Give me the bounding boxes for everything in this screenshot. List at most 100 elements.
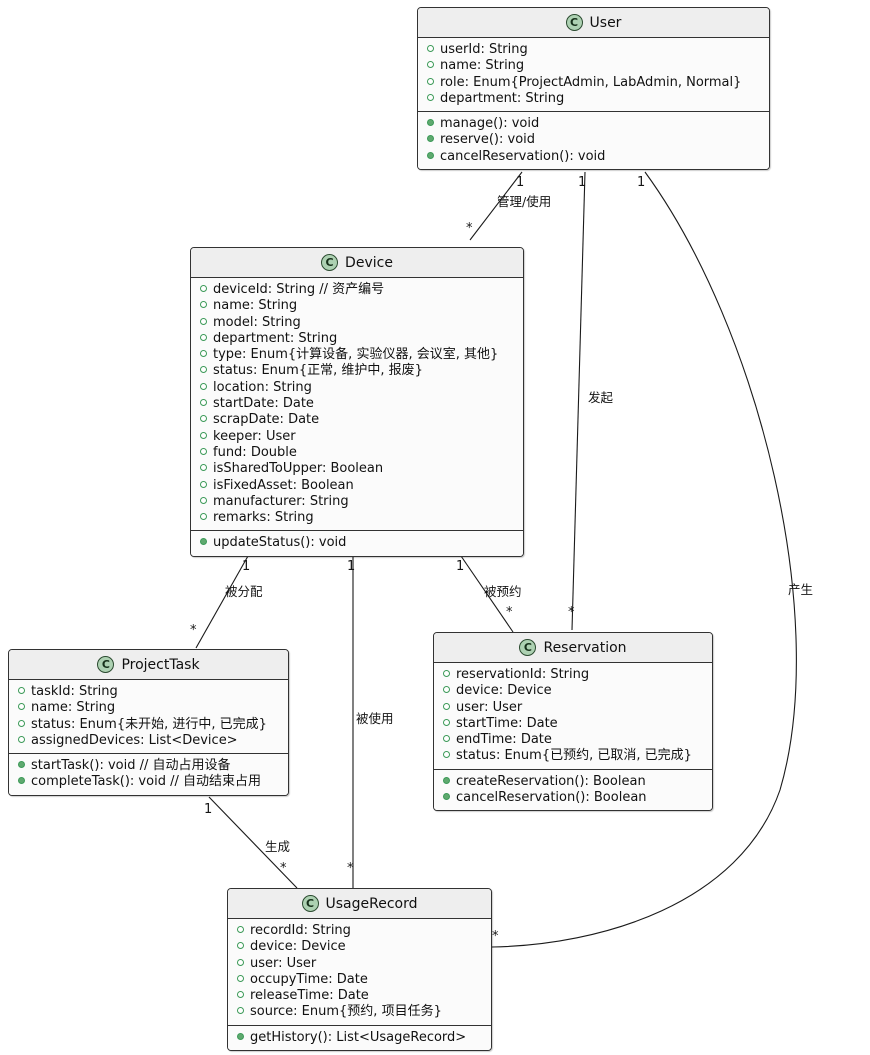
attribute-marker-icon [200, 317, 207, 325]
mult-device-projecttask-one: 1 [242, 559, 251, 574]
attribute-marker-icon [427, 61, 434, 69]
attribute-marker-icon [443, 718, 450, 726]
attribute-row: manufacturer: String [191, 494, 523, 510]
method-marker-icon [427, 151, 434, 159]
attribute-marker-icon [443, 751, 450, 759]
attribute-marker-icon [200, 447, 207, 455]
attribute-row: department: String [418, 91, 769, 107]
mult-device-projecttask-many: * [190, 623, 197, 638]
attribute-row: assignedDevices: List<Device> [9, 733, 288, 749]
attribute-row: source: Enum{预约, 项目任务} [228, 1004, 491, 1020]
method-row: createReservation(): Boolean [434, 774, 712, 790]
attribute-row: device: Device [434, 683, 712, 699]
attribute-marker-icon [237, 1007, 244, 1015]
methods-compartment: manage(): void reserve(): void cancelRes… [418, 111, 769, 170]
class-header-device: C Device [191, 248, 523, 278]
attribute-row: startDate: Date [191, 396, 523, 412]
method-row: cancelReservation(): void [418, 149, 769, 165]
attribute-marker-icon [427, 77, 434, 85]
class-header-projecttask: C ProjectTask [9, 650, 288, 680]
class-box-user[interactable]: C User userId: String name: String role:… [417, 7, 770, 171]
methods-compartment: startTask(): void // 自动占用设备 completeTask… [9, 753, 288, 795]
attributes-compartment: userId: String name: String role: Enum{P… [418, 38, 769, 112]
attribute-row: isSharedToUpper: Boolean [191, 461, 523, 477]
mult-user-reservation-many: * [568, 605, 575, 620]
edge-label-assigned: 被分配 [225, 584, 263, 599]
mult-user-device-one: 1 [516, 175, 525, 190]
attribute-marker-icon [443, 686, 450, 694]
class-icon: C [301, 895, 319, 912]
attribute-row: startTime: Date [434, 716, 712, 732]
edge-label-manage-use: 管理/使用 [497, 194, 552, 209]
attribute-row: isFixedAsset: Boolean [191, 478, 523, 494]
attribute-marker-icon [200, 496, 207, 504]
attribute-row: recordId: String [228, 923, 491, 939]
attribute-row: remarks: String [191, 510, 523, 526]
method-marker-icon [18, 761, 25, 769]
attributes-compartment: recordId: String device: Device user: Us… [228, 919, 491, 1025]
method-marker-icon [427, 119, 434, 127]
class-name: Reservation [543, 639, 627, 656]
attribute-row: department: String [191, 331, 523, 347]
edge-device-projecttask [195, 555, 249, 649]
attribute-row: scrapDate: Date [191, 412, 523, 428]
edge-user-reservation [571, 171, 586, 631]
class-header-user: C User [418, 8, 769, 38]
attribute-row: releaseTime: Date [228, 988, 491, 1004]
attribute-row: endTime: Date [434, 732, 712, 748]
class-box-reservation[interactable]: C Reservation reservationId: String devi… [433, 632, 713, 812]
attribute-row: deviceId: String // 资产编号 [191, 282, 523, 298]
attributes-compartment: reservationId: String device: Device use… [434, 663, 712, 769]
class-box-projecttask[interactable]: C ProjectTask taskId: String name: Strin… [8, 649, 289, 796]
method-marker-icon [237, 1032, 244, 1040]
method-row: completeTask(): void // 自动结束占用 [9, 774, 288, 790]
attribute-marker-icon [237, 942, 244, 950]
method-marker-icon [427, 135, 434, 143]
method-row: manage(): void [418, 116, 769, 132]
attribute-marker-icon [443, 702, 450, 710]
class-icon: C [519, 639, 537, 656]
attribute-marker-icon [200, 399, 207, 407]
mult-device-reservation-many: * [506, 605, 513, 620]
class-box-device[interactable]: C Device deviceId: String // 资产编号 name: … [190, 247, 524, 557]
class-name: Device [345, 254, 393, 271]
edge-user-usagerecord [491, 171, 797, 948]
mult-device-reservation-one: 1 [456, 559, 465, 574]
edge-label-generate: 生成 [265, 839, 291, 854]
attribute-marker-icon [200, 333, 207, 341]
class-name: ProjectTask [121, 656, 200, 673]
method-row: startTask(): void // 自动占用设备 [9, 758, 288, 774]
attribute-row: device: Device [228, 939, 491, 955]
attribute-row: name: String [418, 58, 769, 74]
method-row: reserve(): void [418, 132, 769, 148]
attribute-row: status: Enum{正常, 维护中, 报废} [191, 363, 523, 379]
class-header-usagerecord: C UsageRecord [228, 889, 491, 919]
attribute-marker-icon [200, 415, 207, 423]
attribute-marker-icon [200, 513, 207, 521]
class-name: User [589, 14, 622, 31]
attribute-row: reservationId: String [434, 667, 712, 683]
attributes-compartment: deviceId: String // 资产编号 name: String mo… [191, 278, 523, 531]
methods-compartment: createReservation(): Boolean cancelReser… [434, 768, 712, 811]
attribute-marker-icon [443, 670, 450, 677]
methods-compartment: getHistory(): List<UsageRecord> [228, 1024, 491, 1051]
mult-user-usagerecord-many: * [492, 929, 499, 944]
class-icon: C [565, 14, 583, 31]
attribute-row: keeper: User [191, 429, 523, 445]
attribute-row: user: User [228, 956, 491, 972]
method-row: cancelReservation(): Boolean [434, 790, 712, 806]
attribute-marker-icon [200, 431, 207, 439]
class-name: UsageRecord [325, 895, 418, 912]
attribute-marker-icon [18, 735, 25, 743]
attribute-marker-icon [427, 93, 434, 101]
class-box-usagerecord[interactable]: C UsageRecord recordId: String device: D… [227, 888, 492, 1052]
attribute-marker-icon [18, 719, 25, 727]
class-icon: C [97, 656, 115, 673]
attribute-row: role: Enum{ProjectAdmin, LabAdmin, Norma… [418, 75, 769, 91]
attribute-row: type: Enum{计算设备, 实验仪器, 会议室, 其他} [191, 347, 523, 363]
attribute-marker-icon [237, 991, 244, 999]
attribute-marker-icon [427, 45, 434, 52]
edge-label-initiate: 发起 [588, 390, 614, 405]
class-icon: C [321, 254, 339, 271]
attribute-marker-icon [200, 464, 207, 472]
